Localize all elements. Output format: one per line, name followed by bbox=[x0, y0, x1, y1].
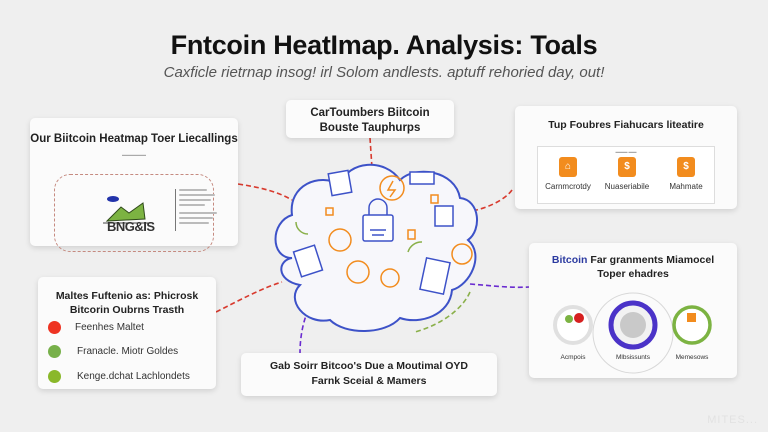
card-title: Our Biitcoin Heatmap Toer Liecallings bbox=[30, 133, 238, 145]
card-caption: ▬▬▬▬▬▬ bbox=[122, 152, 146, 157]
shopping-bag-icon: ⌂ bbox=[559, 157, 577, 177]
tool-item[interactable]: ⌂ Carnmcrotdy bbox=[538, 157, 598, 191]
chart-logo-icon bbox=[103, 196, 151, 224]
divider bbox=[175, 189, 176, 231]
card-title: Maltes Fuftenio as: Phicrosk Bitcorin Ou… bbox=[55, 290, 199, 316]
social-metrics-card: Gab Soirr Bitcoo's Due a Moutimal OYD Fa… bbox=[241, 353, 497, 396]
cloud-shape bbox=[274, 163, 479, 332]
title-rest: Far granments Miamocel Toper ehadres bbox=[587, 254, 715, 280]
ring-label: Mlbsissunts bbox=[616, 354, 650, 361]
card-title: Gab Soirr Bitcoo's Due a Moutimal OYD Fa… bbox=[270, 360, 468, 387]
legend-item: Feenhes Maltet bbox=[48, 321, 144, 334]
dashed-panel: BNG&IS bbox=[54, 174, 217, 252]
fragments-model-card: Bitcoin Far granments Miamocel Toper eha… bbox=[529, 243, 737, 378]
page-subtitle: Caxficle rietrnap insog! irl Solom andle… bbox=[163, 64, 605, 81]
title-accent: Bitcoin bbox=[551, 254, 588, 266]
legend-item: Franacle. Miotr Goldes bbox=[48, 345, 178, 358]
tool-label: Carnmcrotdy bbox=[545, 182, 591, 191]
panel-caption: ▬▬▬ ▬▬ bbox=[615, 149, 637, 154]
card-title: Bitcoin Far granments Miamocel Toper eha… bbox=[529, 253, 737, 281]
ring-diagram bbox=[553, 292, 712, 374]
cloud-icons bbox=[292, 169, 473, 296]
page-title: Fntcoin HeatImap. Analysis: Toals bbox=[170, 30, 598, 60]
tool-label: Nuaseriabile bbox=[604, 182, 650, 191]
dollar-tag-icon: $ bbox=[618, 157, 636, 177]
top-features-card: Tup Foubres Fiahucars liteatire ▬▬▬ ▬▬ ⌂… bbox=[515, 106, 737, 209]
placeholder-lines bbox=[179, 189, 219, 227]
legend-dot-red bbox=[48, 321, 61, 334]
legend-dot-lime bbox=[48, 370, 61, 383]
customer-boost-card: CarToumbers Biitcoin Bouste Tauphurps bbox=[286, 100, 454, 138]
watermark: MITES... bbox=[707, 414, 758, 426]
tool-item[interactable]: $ Mahmate bbox=[656, 157, 716, 191]
legend-dot-green bbox=[48, 345, 61, 358]
legend-item: Kenge.dchat Lachlondets bbox=[48, 370, 190, 383]
brand-logo-text: BNG&IS bbox=[107, 219, 155, 234]
card-title: Tup Foubres Fiahucars liteatire bbox=[548, 119, 704, 131]
coin-card-icon: $ bbox=[677, 157, 695, 177]
legend-label: Feenhes Maltet bbox=[75, 322, 144, 333]
ring-label: Acmpois bbox=[560, 354, 586, 361]
card-title: CarToumbers Biitcoin Bouste Tauphurps bbox=[310, 107, 430, 134]
heatmap-tool-card: Our Biitcoin Heatmap Toer Liecallings ▬▬… bbox=[30, 118, 238, 252]
legend-label: Franacle. Miotr Goldes bbox=[77, 346, 179, 357]
market-legend-card: Maltes Fuftenio as: Phicrosk Bitcorin Ou… bbox=[38, 277, 216, 389]
tool-item[interactable]: $ Nuaseriabile bbox=[597, 157, 657, 191]
legend-label: Kenge.dchat Lachlondets bbox=[77, 371, 190, 382]
tools-panel: ▬▬▬ ▬▬ ⌂ Carnmcrotdy $ Nuaseriabile $ Ma… bbox=[537, 146, 715, 204]
ring-label: Memesows bbox=[675, 354, 709, 361]
tool-label: Mahmate bbox=[669, 182, 703, 191]
